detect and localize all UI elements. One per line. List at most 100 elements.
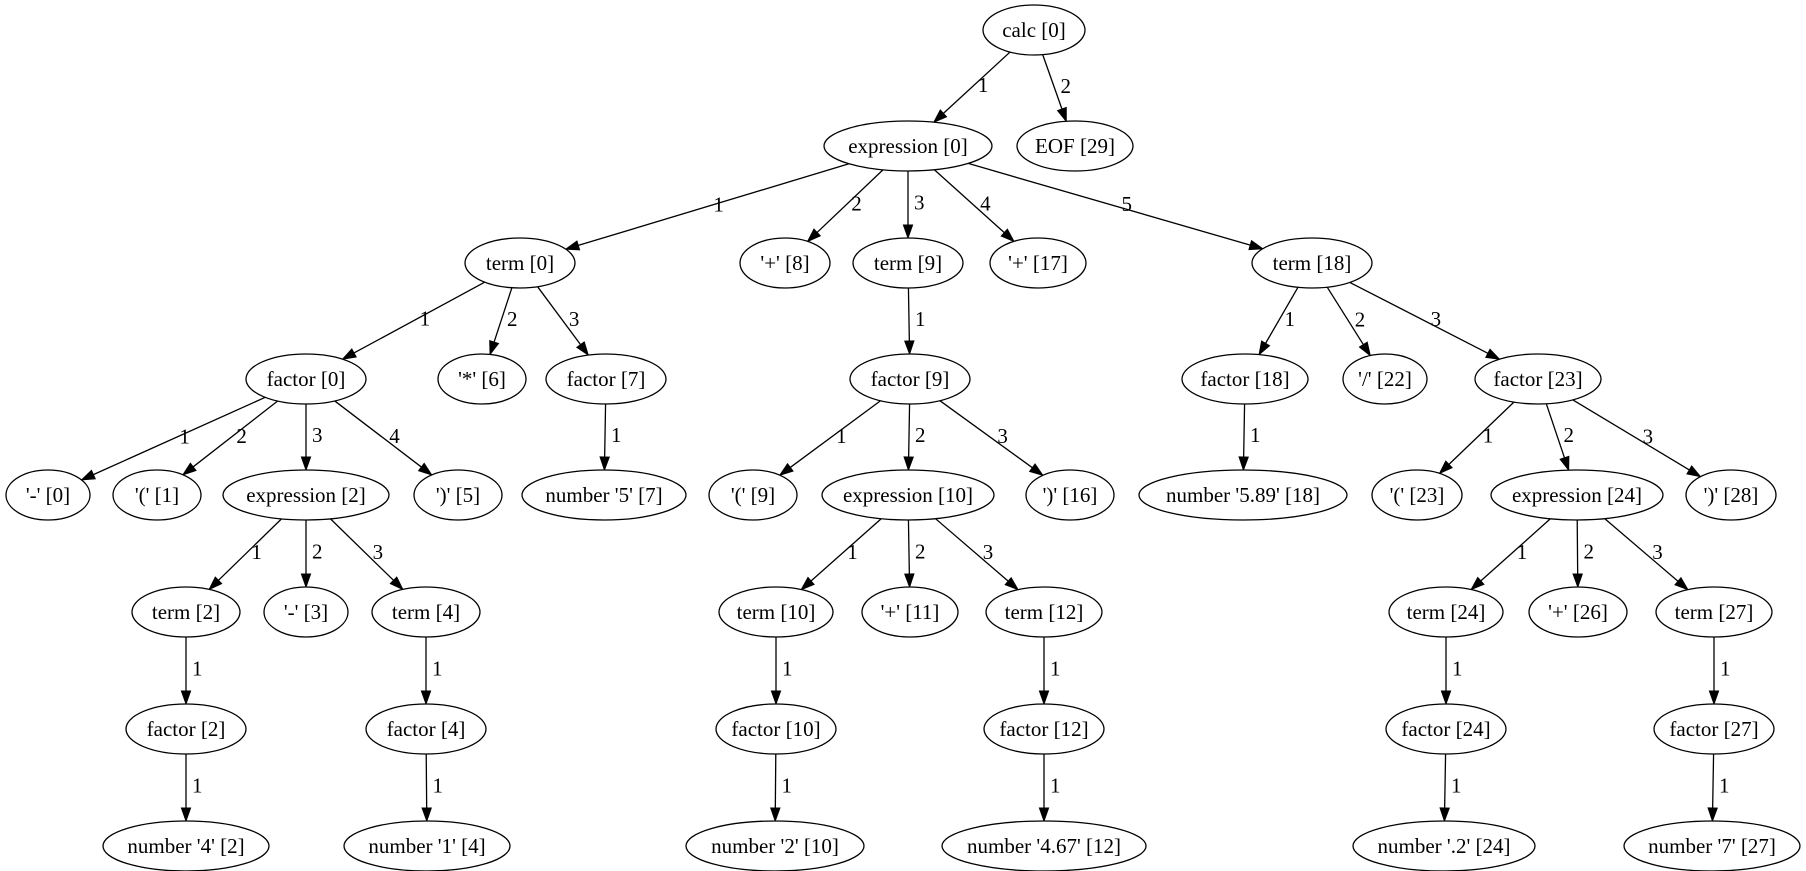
edge-expr24-plus26: 2 — [1572, 519, 1594, 589]
edge-term0-factor7: 3 — [537, 286, 590, 357]
edge-line-expr0-term0 — [578, 163, 850, 247]
edge-factor0-lpar1: 2 — [181, 400, 279, 476]
node-expr0: expression [0] — [823, 120, 993, 172]
edge-expr2-term4: 3 — [330, 518, 404, 591]
edge-label-factor4-num1_4: 1 — [433, 773, 444, 797]
edge-label-calc0-eof29: 2 — [1060, 74, 1071, 98]
node-expr10: expression [10] — [821, 469, 995, 521]
edge-line-factor27-num7_27 — [1711, 753, 1715, 809]
node-ellipse-rpar5 — [413, 469, 503, 521]
edge-arrowhead-expr10-term10 — [800, 576, 815, 591]
node-term27: term [27] — [1655, 586, 1773, 638]
edge-arrowhead-factor23-rpar28 — [1686, 465, 1702, 478]
edge-arrowhead-factor27-num7_27 — [1707, 807, 1718, 823]
node-ellipse-expr2 — [222, 469, 390, 521]
node-label-factor23: factor [23] — [1493, 367, 1582, 391]
node-label-term18: term [18] — [1273, 251, 1352, 275]
edge-calc0-eof29: 2 — [1042, 54, 1071, 123]
edge-line-term18-factor23 — [1349, 281, 1489, 354]
node-label-num5_7: number '5' [7] — [545, 483, 662, 507]
edge-label-term10-factor10: 1 — [782, 657, 793, 681]
node-rpar5: ')' [5] — [413, 469, 503, 521]
edge-label-factor0-minus0: 1 — [179, 425, 190, 449]
node-label-term2: term [2] — [152, 600, 220, 624]
edge-line-term0-star6 — [493, 287, 513, 343]
edge-label-factor23-lpar23: 1 — [1483, 424, 1494, 448]
node-ellipse-plus11 — [861, 586, 959, 638]
node-label-expr24: expression [24] — [1512, 483, 1642, 507]
edge-factor12-num467_12: 1 — [1038, 754, 1061, 823]
node-ellipse-term2 — [131, 586, 241, 638]
node-term4: term [4] — [371, 586, 481, 638]
edge-arrowhead-term12-factor12 — [1038, 690, 1050, 706]
edge-arrowhead-factor9-expr10 — [903, 456, 914, 472]
edge-line-factor18-num589_18 — [1243, 403, 1246, 458]
node-label-rpar16: ')' [16] — [1043, 483, 1098, 507]
edge-factor0-rpar5: 4 — [334, 400, 433, 476]
node-factor12: factor [12] — [983, 703, 1105, 755]
edge-line-factor0-rpar5 — [334, 400, 422, 468]
edge-factor23-lpar23: 1 — [1438, 401, 1515, 475]
node-label-num2_10: number '2' [10] — [711, 834, 839, 858]
node-term18: term [18] — [1251, 237, 1373, 289]
edge-factor2-num4_2: 1 — [180, 754, 203, 823]
node-ellipse-num4_2 — [102, 820, 270, 871]
edge-line-expr0-term18 — [968, 162, 1251, 246]
edge-label-expr10-plus11: 2 — [915, 540, 926, 564]
edge-factor23-rpar28: 3 — [1572, 399, 1702, 478]
edge-label-expr10-term12: 3 — [983, 540, 994, 564]
node-term24: term [24] — [1388, 586, 1504, 638]
edge-calc0-expr0: 1 — [932, 51, 1011, 124]
node-ellipse-factor10 — [715, 703, 837, 755]
node-ellipse-slash22 — [1342, 353, 1428, 405]
edge-arrowhead-factor0-expr2 — [300, 456, 312, 472]
edge-line-expr0-plus8 — [816, 169, 884, 233]
edge-expr10-term10: 1 — [800, 518, 882, 591]
edge-label-factor24-num02_24: 1 — [1451, 773, 1462, 797]
node-factor9: factor [9] — [849, 353, 971, 405]
edge-label-expr2-term4: 3 — [373, 540, 384, 564]
node-num2_10: number '2' [10] — [685, 820, 865, 871]
edge-factor0-expr2: 3 — [300, 404, 323, 472]
edge-arrowhead-factor10-num2_10 — [770, 807, 781, 823]
edge-arrowhead-term27-factor27 — [1708, 690, 1720, 706]
edge-arrowhead-factor0-minus0 — [80, 469, 97, 481]
node-label-plus26: '+' [26] — [1548, 600, 1608, 624]
edge-line-term0-factor7 — [537, 286, 582, 346]
node-num4_2: number '4' [2] — [102, 820, 270, 871]
edge-term9-factor9: 1 — [904, 287, 926, 356]
edge-line-expr2-term4 — [330, 518, 394, 581]
edge-line-expr10-term12 — [935, 518, 1009, 582]
edge-factor24-num02_24: 1 — [1439, 753, 1462, 823]
node-ellipse-num5_7 — [521, 469, 687, 521]
edge-label-term12-factor12: 1 — [1050, 657, 1061, 681]
node-term12: term [12] — [985, 586, 1103, 638]
node-term10: term [10] — [718, 586, 834, 638]
node-ellipse-term24 — [1388, 586, 1504, 638]
node-lpar23: '(' [23] — [1371, 469, 1463, 521]
node-factor24: factor [24] — [1385, 703, 1507, 755]
node-label-num1_4: number '1' [4] — [368, 834, 485, 858]
edge-label-expr2-term2: 1 — [251, 540, 262, 564]
node-label-plus11: '+' [11] — [881, 600, 940, 624]
edge-arrowhead-term24-factor24 — [1440, 690, 1452, 706]
node-factor10: factor [10] — [715, 703, 837, 755]
edge-label-factor18-num589_18: 1 — [1250, 423, 1261, 447]
edge-label-term18-slash22: 2 — [1355, 307, 1366, 331]
edge-label-factor0-lpar1: 2 — [236, 424, 247, 448]
edge-label-term18-factor18: 1 — [1285, 307, 1296, 331]
edge-label-expr0-plus17: 4 — [980, 192, 991, 216]
node-ellipse-factor12 — [983, 703, 1105, 755]
edge-arrowhead-factor12-num467_12 — [1038, 807, 1050, 823]
edge-arrowhead-expr24-term24 — [1470, 576, 1485, 591]
edge-expr2-minus3: 2 — [300, 520, 323, 589]
edge-line-expr10-plus11 — [907, 519, 911, 575]
node-label-star6: '*' [6] — [458, 367, 506, 391]
node-label-eof29: EOF [29] — [1035, 134, 1115, 158]
edge-label-factor23-expr24: 2 — [1563, 423, 1574, 447]
edge-term4-factor4: 1 — [420, 637, 443, 706]
node-ellipse-lpar23 — [1371, 469, 1463, 521]
edge-expr24-term27: 3 — [1604, 518, 1690, 591]
node-ellipse-factor0 — [245, 353, 367, 405]
edge-line-factor0-minus0 — [93, 396, 266, 476]
